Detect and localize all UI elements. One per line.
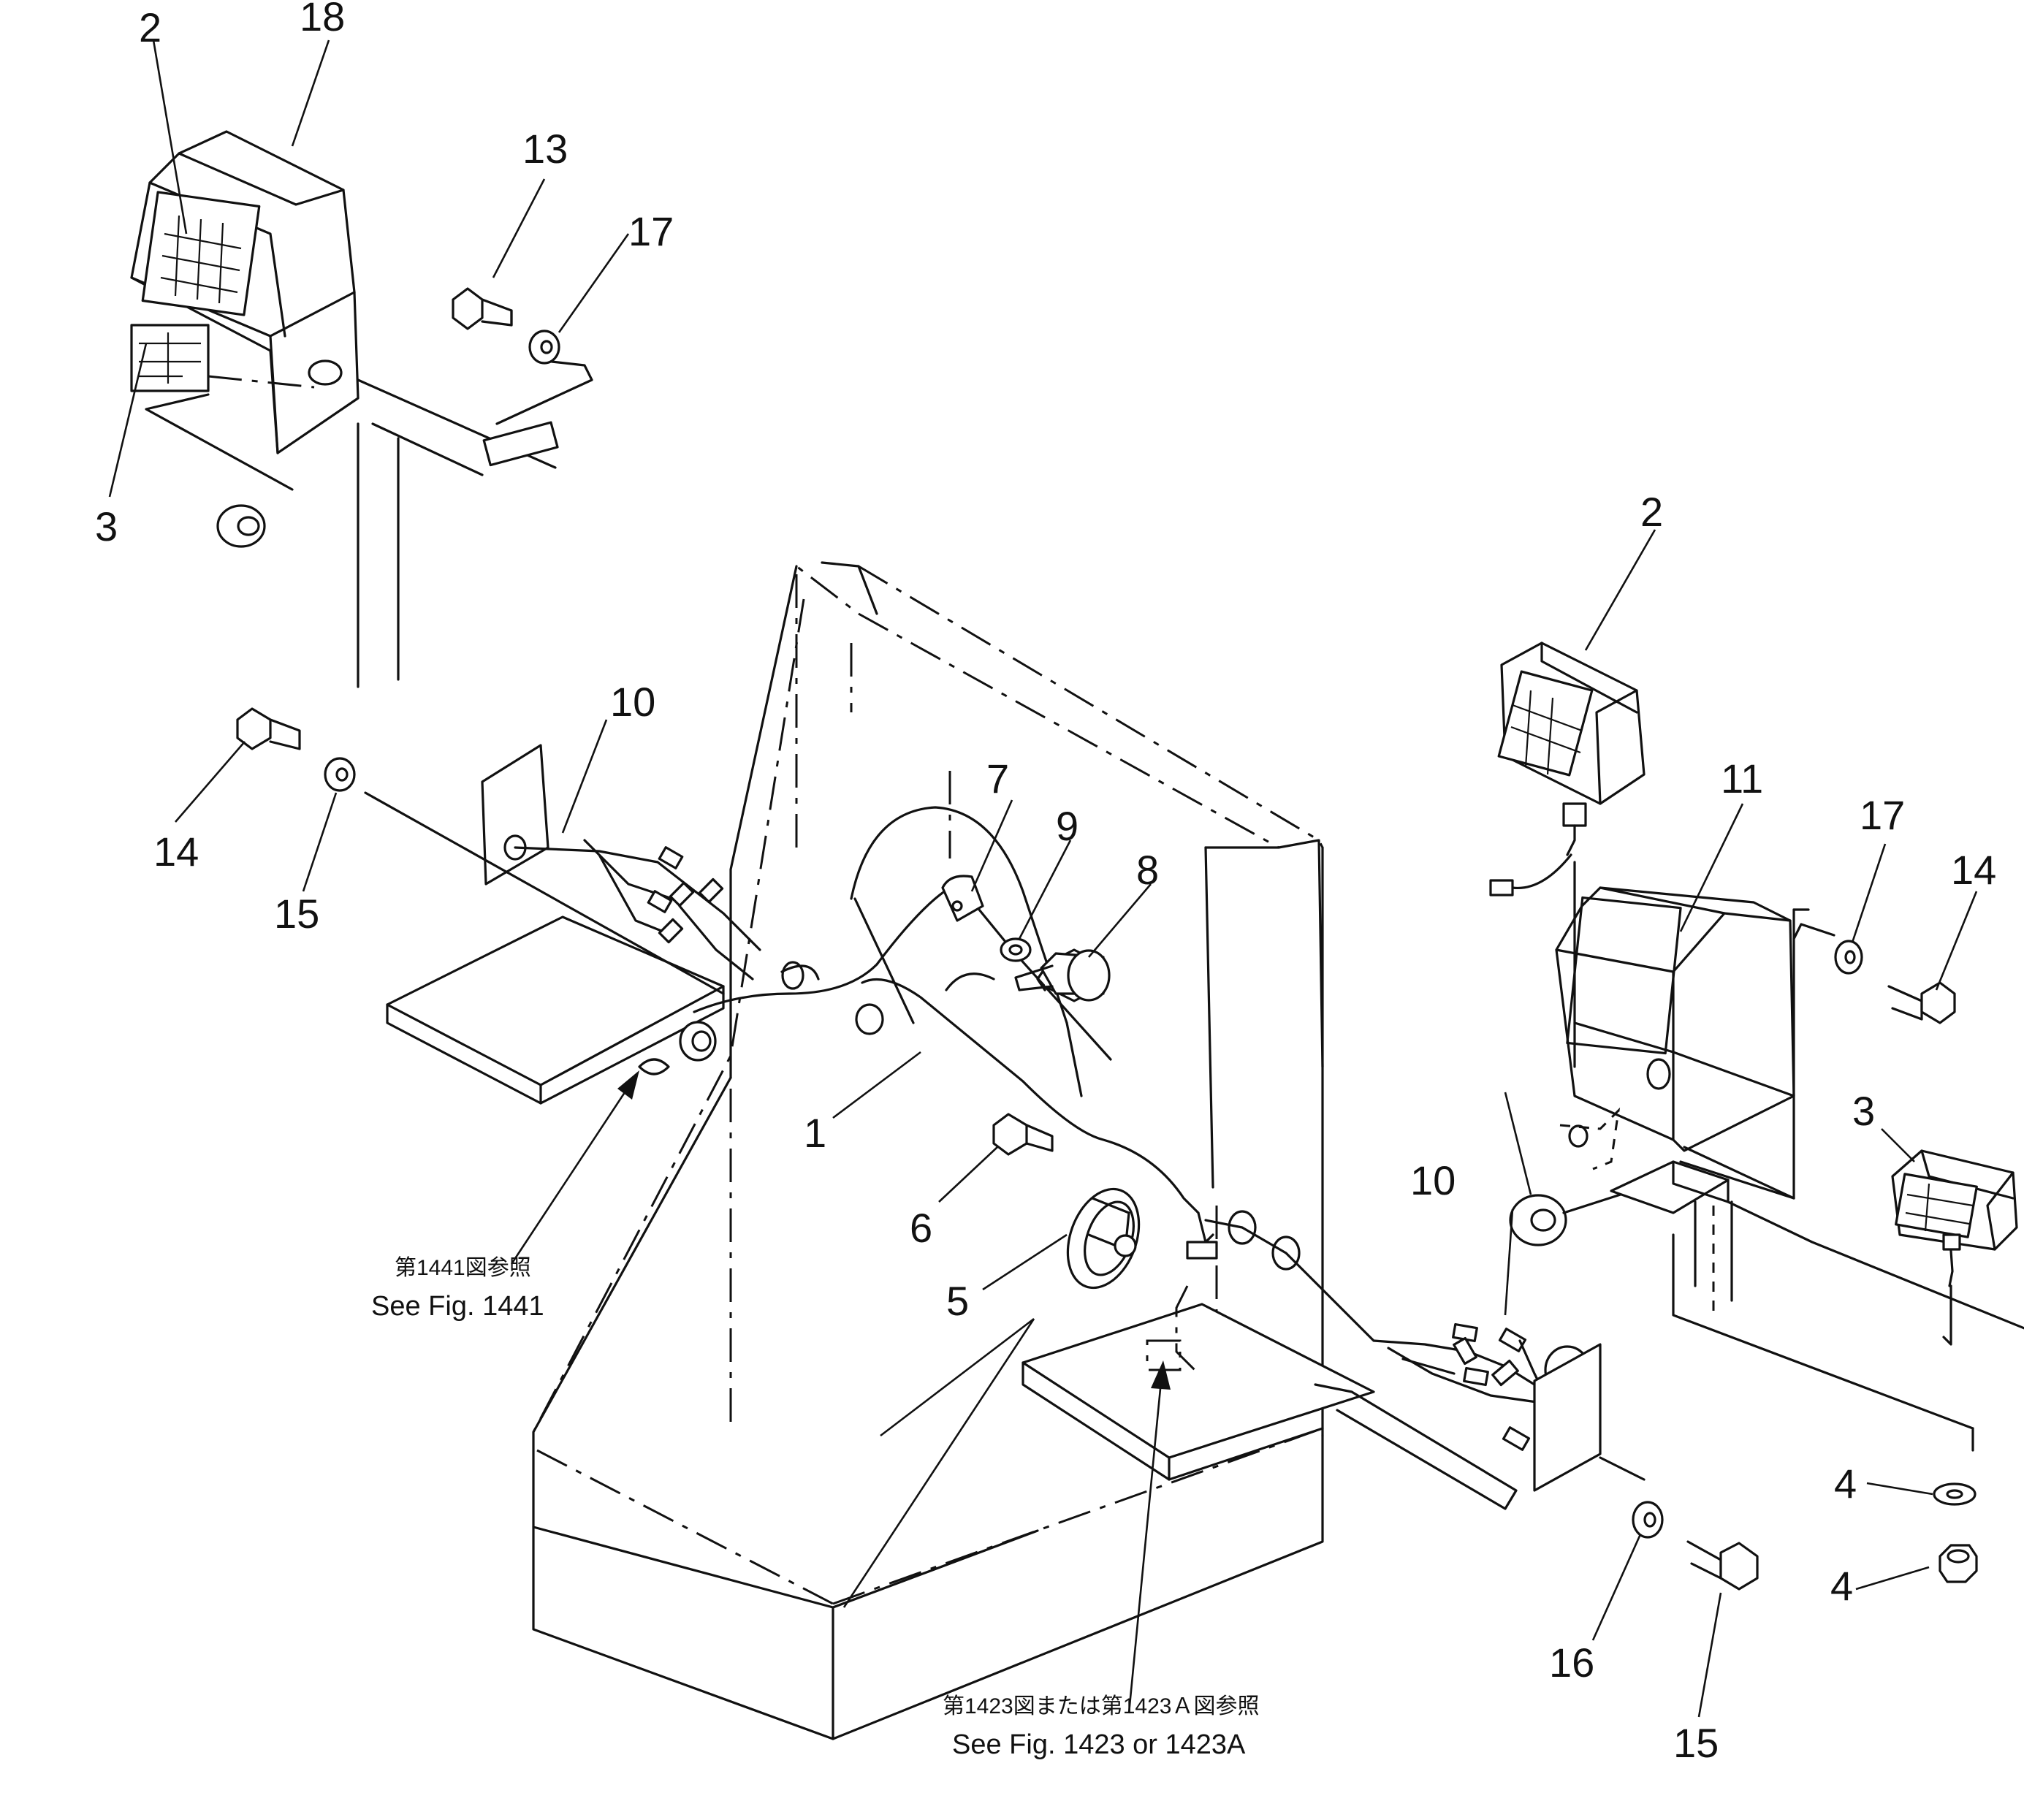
callout-9: 8: [1136, 847, 1159, 893]
right-floor-plate: [1021, 1303, 1518, 1510]
callout-2-right: 2: [1640, 489, 1663, 535]
callout-17-left: 17: [628, 208, 674, 254]
left-wire-harness: [514, 839, 820, 990]
left-lamp-lens-grid-icon: [160, 215, 242, 304]
callout-14-left: 14: [153, 829, 199, 875]
callout-3-left: 3: [95, 503, 118, 549]
callout-6: 5: [946, 1278, 969, 1324]
callout-11-right: 10: [1410, 1157, 1456, 1203]
callout-3-right: 3: [1852, 1088, 1875, 1134]
ref-1423-jp: 第1423図または第1423Ａ図参照: [943, 1694, 1259, 1718]
callout-10: 9: [1056, 803, 1078, 849]
right-wire-harness: [1204, 1210, 1551, 1451]
callout-17-right: 17: [1860, 792, 1905, 838]
callout-4: 4: [1830, 1563, 1853, 1609]
ref-1441-jp: 第1441図参照: [395, 1256, 531, 1280]
ref-arrow-1441-icon: [617, 1070, 639, 1100]
switch-and-horn-parts: [941, 875, 1141, 1290]
callout-15-right: 16: [1549, 1640, 1594, 1686]
callout-2-left: 2: [139, 4, 161, 50]
callout-14-right: 15: [1673, 1720, 1719, 1766]
right-small-lamp-3: [1792, 908, 2018, 1346]
callout-15-left: 15: [274, 891, 319, 937]
callout-16-left: 13: [522, 126, 568, 172]
callout-7: 6: [910, 1205, 932, 1251]
right-bracket-post: [1533, 1146, 2024, 1492]
callout-8: 7: [986, 755, 1009, 802]
right-lamp-lens-grid-icon: [1510, 690, 1583, 775]
callout-12: 11: [1721, 755, 1763, 802]
fasteners: [236, 287, 1978, 1591]
leader-lines: [108, 39, 1978, 1718]
main-wire-harness: [638, 886, 1218, 1375]
left-lamp-assembly: [130, 130, 359, 548]
console-body: [532, 561, 1324, 1740]
ref-arrow-1423-icon: [1151, 1360, 1171, 1390]
ref-1423-en: See Fig. 1423 or 1423A: [952, 1729, 1246, 1760]
ref-1441-en: See Fig. 1441: [371, 1291, 544, 1322]
callout-labels: 18 2 13 17 3 10 14 15 7 9 8 1 6 5 2 11 1…: [95, 0, 1996, 1766]
callout-5: 4: [1834, 1461, 1857, 1507]
reference-notes: 第1441図参照 See Fig. 1441 第1423図または第1423Ａ図参…: [371, 1256, 1259, 1760]
right-lamp-housing-12: [1509, 861, 1795, 1246]
right-work-lamp-2: [1489, 641, 1646, 896]
left-floor-plate: [386, 915, 725, 1105]
callout-13: 18: [300, 0, 345, 39]
callout-11-left: 10: [610, 679, 655, 725]
callout-1: 1: [804, 1110, 826, 1156]
callout-16-right: 14: [1951, 847, 1996, 893]
